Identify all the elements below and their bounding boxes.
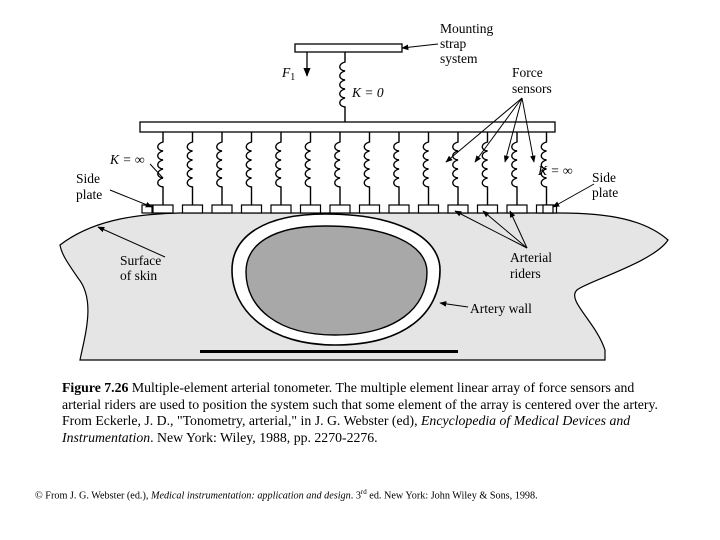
label-mounting-3: system	[440, 51, 478, 66]
force-sensor-spring	[275, 132, 282, 205]
arterial-rider	[299, 204, 322, 214]
label-force-2: sensors	[512, 81, 552, 96]
caption-text-2: . New York: Wiley, 1988, pp. 2270-2276.	[150, 429, 378, 445]
force-sensor-spring	[186, 132, 194, 205]
arterial-rider	[417, 204, 440, 214]
mounting-strap-bar	[294, 43, 403, 53]
credit-edition-num: . 3	[350, 490, 361, 502]
arterial-rider	[152, 204, 174, 214]
caption-book-title: Encyclopedia of Medical Devices and Inst…	[62, 413, 631, 445]
arterial-rider	[181, 204, 204, 214]
arterial-rider	[329, 204, 351, 214]
rider-leader-2	[482, 210, 528, 249]
figure-caption: Figure 7.26 Multiple-element arterial to…	[62, 380, 662, 446]
force-sensor-spring	[393, 132, 400, 205]
label-skin-2: of skin	[120, 268, 157, 283]
label-riders-2: riders	[510, 266, 541, 281]
arterial-rider	[388, 204, 410, 214]
force-sensor-spring	[511, 132, 518, 205]
figure-label: Figure 7.26	[62, 380, 129, 395]
label-side-left-1: Side	[76, 171, 100, 186]
sensor-plate	[139, 121, 556, 133]
caption-text-1: Multiple-element arterial tonometer. The…	[62, 380, 658, 428]
k-zero-spring	[339, 52, 346, 122]
base-support	[200, 350, 458, 353]
label-artery-wall: Artery wall	[470, 301, 532, 316]
arterial-rider	[506, 204, 528, 214]
arterial-rider	[270, 204, 292, 214]
force-leader-2	[474, 97, 523, 163]
artery-lumen	[245, 225, 428, 336]
arterial-rider	[358, 204, 381, 214]
arterial-rider	[211, 204, 233, 214]
rider-leader-1	[454, 210, 528, 249]
artery-wall-leader	[439, 301, 469, 308]
label-mounting-2: strap	[440, 36, 466, 51]
force-sensor-spring	[540, 132, 548, 205]
arterial-rider	[447, 204, 469, 214]
side-plate-right-leader	[552, 183, 595, 208]
force-sensor-spring	[245, 132, 253, 205]
label-side-right-2: plate	[592, 185, 618, 200]
label-force-1: Force	[512, 65, 543, 80]
credit-title: Medical instrumentation: application and…	[150, 490, 351, 502]
label-side-right-1: Side	[592, 170, 616, 185]
arterial-rider	[240, 204, 263, 214]
credit-prefix: © From J. G. Webster (ed.),	[35, 490, 151, 502]
skin-leader	[97, 226, 166, 258]
side-plate-left-leader	[109, 189, 153, 208]
side-plate-right	[542, 204, 554, 214]
copyright-credit: © From J. G. Webster (ed.), Medical inst…	[35, 488, 705, 501]
force-sensor-spring	[363, 132, 371, 205]
tonometer-diagram: Mounting strap system Force sensors F1 K…	[59, 21, 669, 361]
force-sensor-spring	[304, 132, 312, 205]
force-leader-1	[445, 97, 523, 163]
force-sensor-spring	[452, 132, 459, 205]
k-inf-left-leader	[149, 163, 164, 179]
label-side-left-2: plate	[76, 187, 102, 202]
label-k-zero: K = 0	[351, 85, 384, 100]
force-sensor-spring	[157, 132, 164, 205]
arterial-riders	[141, 204, 558, 214]
rider-leader-3	[509, 210, 528, 249]
mounting-leader	[401, 43, 439, 51]
arterial-rider	[476, 204, 499, 214]
credit-edition-sup: rd	[360, 488, 367, 496]
label-skin-1: Surface	[120, 253, 161, 268]
force-sensor-spring	[481, 132, 489, 205]
force-leader-4	[521, 97, 536, 163]
label-k-inf-left: K = ∞	[109, 152, 145, 167]
credit-suffix: ed. New York: John Wiley & Sons, 1998.	[366, 490, 538, 502]
force-sensor-springs	[157, 132, 548, 205]
force-sensor-spring	[422, 132, 430, 205]
label-riders-1: Arterial	[510, 250, 552, 265]
label-mounting-1: Mounting	[440, 21, 494, 36]
force-sensor-spring	[216, 132, 223, 205]
force-leader-3	[503, 97, 523, 163]
label-f1: F1	[281, 65, 295, 83]
force-sensor-spring	[334, 132, 341, 205]
label-k-inf-right: K = ∞	[537, 163, 573, 178]
